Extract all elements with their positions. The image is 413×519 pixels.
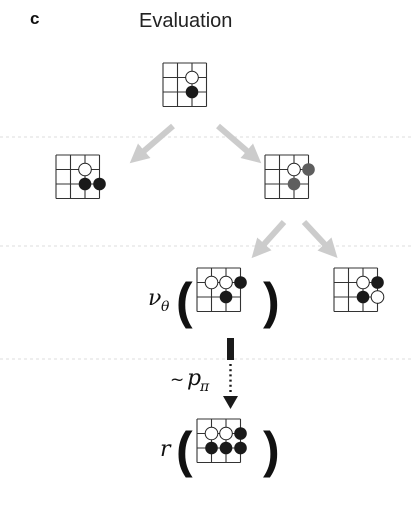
black-stone xyxy=(356,290,370,304)
board-leaf xyxy=(196,267,247,313)
white-stone xyxy=(287,162,301,177)
panel-letter: c xyxy=(30,9,40,28)
rollout-policy-subscript: π xyxy=(199,379,210,395)
reward-close-paren: ) xyxy=(263,422,280,478)
black-stone xyxy=(185,85,199,99)
white-stone xyxy=(219,275,233,290)
white-stone xyxy=(219,426,233,441)
value-network-subscript: θ xyxy=(161,299,170,315)
black-stone xyxy=(234,276,247,289)
black-stone xyxy=(205,441,218,455)
value-open-paren: ( xyxy=(176,273,193,329)
tree-arrow xyxy=(216,123,262,164)
white-stone xyxy=(78,162,92,177)
reward-open-paren: ( xyxy=(176,422,193,478)
black-stone xyxy=(371,276,384,289)
black-stone xyxy=(93,177,106,191)
board-level1-right xyxy=(264,154,315,200)
black-stone xyxy=(234,441,247,455)
grey-stone xyxy=(287,177,301,191)
board-level2-right xyxy=(333,267,385,313)
rollout-tilde: ~ xyxy=(170,370,184,390)
white-stone xyxy=(356,275,370,290)
white-stone xyxy=(204,426,219,441)
value-close-paren: ) xyxy=(263,273,280,329)
white-stone xyxy=(185,70,199,85)
rollout-arrow-head xyxy=(223,396,238,409)
board-level1-left xyxy=(55,154,106,200)
white-stone xyxy=(370,290,385,304)
value-network-symbol: ν xyxy=(148,286,161,311)
board-root xyxy=(162,62,208,108)
black-stone xyxy=(219,290,233,304)
rollout-arrow-solid xyxy=(227,338,234,360)
tree-arrow xyxy=(251,219,287,259)
panel-title: Evaluation xyxy=(139,10,233,32)
grey-stone xyxy=(302,163,315,176)
black-stone xyxy=(234,427,247,440)
white-stone xyxy=(204,275,219,290)
reward-symbol: r xyxy=(160,437,172,462)
tree-arrow xyxy=(129,123,175,164)
board-terminal xyxy=(196,418,247,464)
black-stone xyxy=(219,441,233,455)
rollout-policy-symbol: p xyxy=(187,366,201,391)
tree-arrow xyxy=(301,219,338,259)
black-stone xyxy=(78,177,92,191)
